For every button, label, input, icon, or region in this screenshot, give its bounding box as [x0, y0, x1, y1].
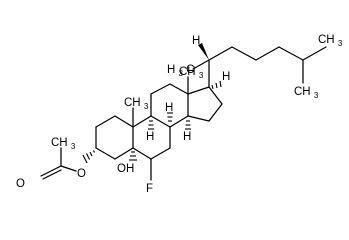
fluorine-label: F [146, 183, 153, 195]
h14-label: H [183, 131, 191, 143]
c21-methyl-h: H [167, 64, 175, 76]
c10-methyl-base: CH [124, 97, 141, 109]
c21-methyl-label: H 3 C [167, 64, 194, 79]
c20-wedge-bond [198, 43, 209, 60]
ring-d [187, 86, 223, 122]
c26-methyl-sub: 3 [338, 39, 343, 48]
c13-methyl-base: CH [179, 66, 196, 78]
c13-methyl-label: CH 3 [179, 66, 204, 80]
c26-methyl-label: CH 3 [318, 34, 343, 48]
h14-hash [185, 120, 191, 130]
c13-methyl-sub: 3 [199, 71, 204, 80]
h8-hash [167, 112, 173, 122]
structure-canvas: O O OH F H H H H H CH 3 CH 3 H 3 C CH 3 … [16, 34, 343, 195]
ring-c [150, 83, 189, 128]
h17-label: H [222, 71, 230, 83]
ring-a [95, 115, 134, 160]
carbonyl-oxygen-label: O [16, 178, 25, 190]
h9-label: H [146, 131, 154, 143]
h9-hash [148, 120, 154, 130]
acetyl-methyl-base: CH [51, 137, 68, 149]
c27-methyl-base: CH [294, 86, 311, 98]
c27-methyl-sub: 3 [314, 91, 319, 100]
side-chain [192, 43, 327, 88]
c21-methyl-sub: 3 [179, 69, 184, 78]
c21-methyl-c: C [186, 64, 194, 76]
steroid-structure-diagram: O O OH F H H H H H CH 3 CH 3 H 3 C CH 3 … [16, 34, 343, 195]
ring-b [132, 115, 171, 160]
c5-hydroxyl-hash [129, 151, 137, 161]
acetate-group [40, 147, 95, 180]
c27-methyl-label: CH 3 [294, 86, 319, 100]
c10-methyl-sub: 3 [144, 102, 149, 111]
h8-label: H [165, 102, 173, 114]
h20-label: H [192, 35, 200, 47]
hydroxyl-label: OH [117, 163, 134, 175]
acetyl-methyl-label: CH 3 [51, 137, 76, 151]
acetyl-methyl-sub: 3 [71, 142, 76, 151]
ester-oxygen-label: O [77, 168, 86, 180]
h17-hash [211, 80, 222, 90]
c3-hash-bond [82, 150, 95, 164]
c10-methyl-label: CH 3 [124, 97, 149, 111]
c26-methyl-base: CH [318, 34, 335, 46]
